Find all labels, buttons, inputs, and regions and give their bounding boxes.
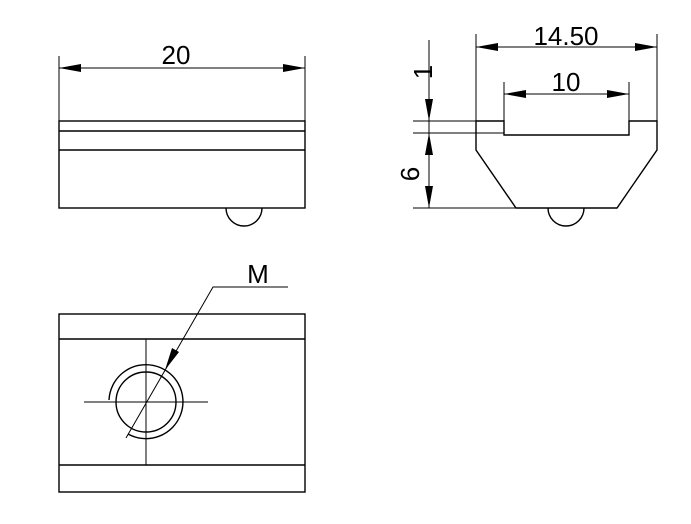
- dim-arrowhead: [283, 64, 305, 72]
- side-view-ball: [547, 207, 585, 227]
- thread-major-arc: [108, 363, 184, 440]
- top-view: M: [58, 259, 306, 493]
- thread-label: M: [247, 259, 269, 289]
- dim-label-side-body-height: 6: [395, 167, 425, 181]
- dim-arrowhead: [607, 90, 629, 98]
- side-view-profile: [475, 120, 658, 209]
- thread-leader-line: [125, 286, 288, 439]
- dim-label-side-top-height: 1: [408, 65, 438, 79]
- dim-arrowhead: [635, 43, 657, 51]
- front-view-body: [58, 120, 306, 209]
- dim-arrowhead: [504, 90, 526, 98]
- leader-arrowhead: [165, 348, 179, 370]
- dim-arrowhead: [425, 186, 433, 208]
- dim-label-side-inner-width: 10: [552, 67, 581, 97]
- dim-arrowhead: [59, 64, 81, 72]
- dim-label-front-width: 20: [162, 40, 191, 70]
- dim-arrowhead: [425, 133, 433, 155]
- top-view-body: [58, 313, 306, 493]
- front-view-ball: [225, 207, 263, 227]
- front-view: 20: [58, 40, 306, 227]
- dim-label-side-outer-width: 14.50: [533, 21, 598, 51]
- dim-arrowhead: [476, 43, 498, 51]
- side-view: 14.50 10 1 6: [395, 21, 658, 227]
- dim-arrowhead: [425, 99, 433, 121]
